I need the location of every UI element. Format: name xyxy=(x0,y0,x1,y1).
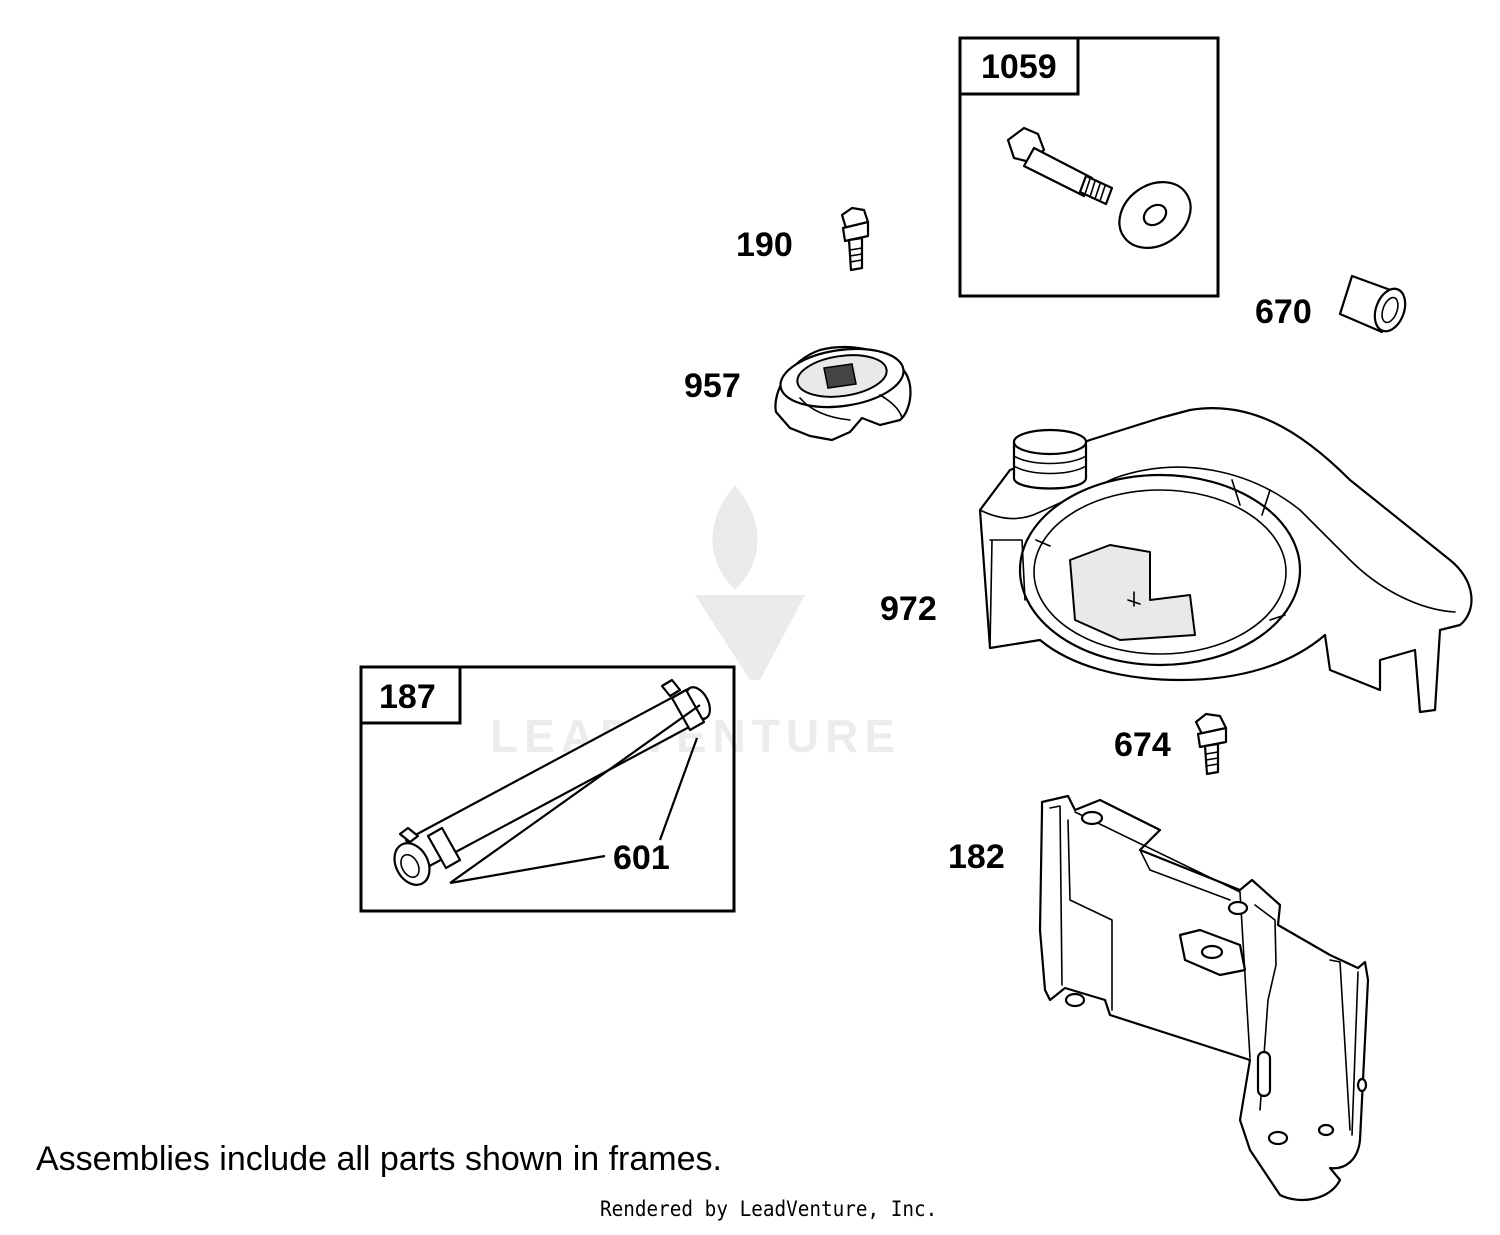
frame-1059[interactable]: 1059 xyxy=(958,36,1220,298)
bolt-icon xyxy=(840,206,870,272)
callout-674-label: 674 xyxy=(1114,726,1171,764)
screw-icon xyxy=(1194,712,1228,776)
callout-190-label: 190 xyxy=(736,226,793,264)
callout-182-label: 182 xyxy=(948,838,1005,876)
callout-190[interactable]: 190 xyxy=(736,206,870,272)
callout-670-label: 670 xyxy=(1255,293,1312,331)
callout-972[interactable]: 972 xyxy=(880,407,1473,714)
callout-957-label: 957 xyxy=(684,367,741,405)
footnote: Assemblies include all parts shown in fr… xyxy=(36,1140,722,1178)
hose-clamp-icon xyxy=(398,678,706,870)
frame-187-label: 187 xyxy=(379,678,436,716)
callout-601[interactable]: 601 xyxy=(613,839,670,877)
frame-1059-label: 1059 xyxy=(981,48,1057,86)
washer-icon xyxy=(1118,181,1192,249)
callout-674[interactable]: 674 xyxy=(1114,712,1228,776)
callout-670[interactable]: 670 xyxy=(1255,274,1411,335)
watermark-logo xyxy=(695,485,805,680)
fuel-tank-icon xyxy=(978,407,1473,714)
shoulder-bolt-icon xyxy=(1006,126,1114,206)
fuel-cap-icon xyxy=(774,345,912,442)
bracket-icon xyxy=(1038,794,1370,1202)
callout-601-leader xyxy=(449,704,701,885)
callout-182[interactable]: 182 xyxy=(948,794,1370,1202)
credit: Rendered by LeadVenture, Inc. xyxy=(600,1197,938,1221)
callout-957[interactable]: 957 xyxy=(684,342,912,442)
frame-187[interactable]: 187 xyxy=(359,665,736,913)
callout-972-label: 972 xyxy=(880,590,937,628)
callout-601-label: 601 xyxy=(613,839,670,877)
spacer-icon xyxy=(1338,274,1407,334)
